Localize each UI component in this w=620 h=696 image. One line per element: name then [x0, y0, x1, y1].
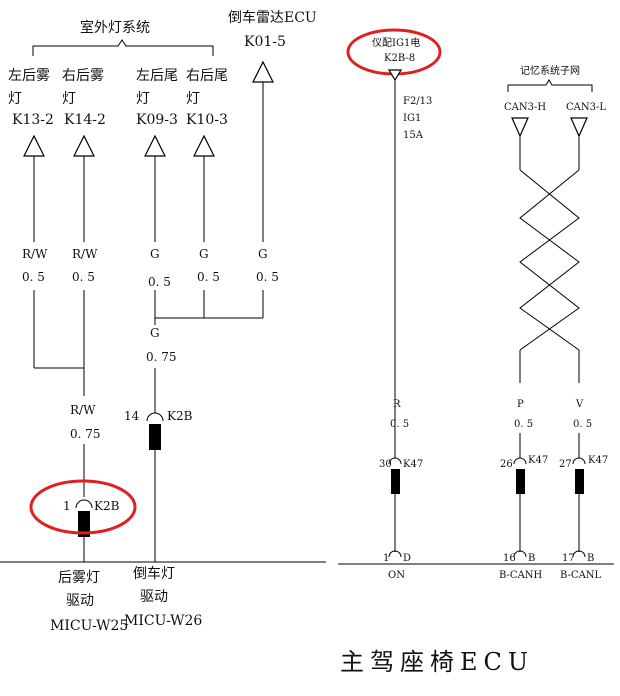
ecu-pin-canl-arc — [572, 550, 586, 558]
pin-triangle-4 — [193, 134, 215, 157]
highlight-connector-fog — [29, 479, 137, 535]
pin-triangle-1 — [23, 134, 45, 157]
merged-rw-color: R/W — [70, 403, 96, 417]
reverse-radar-pin: K01-5 — [244, 34, 286, 50]
merged-g-gauge: 0. 75 — [146, 350, 177, 364]
pin-triangle-radar — [252, 60, 274, 83]
connector-reverse-name: K2B — [167, 409, 193, 423]
pin-triangle-2 — [73, 134, 95, 157]
group-brace — [32, 39, 214, 56]
source-1-pin: K13-2 — [12, 112, 54, 128]
pin-triangle-3 — [144, 134, 166, 157]
wire-1-color: R/W — [22, 247, 48, 261]
ecu-pin-canh-arc — [513, 550, 527, 558]
wire-5-color: G — [258, 247, 268, 261]
memory-system-title: 记忆系统子网 — [520, 64, 580, 77]
power-pin-triangle — [387, 69, 403, 82]
source-2-line2: 灯 — [62, 91, 76, 107]
ecu-pin-canh-name: B — [528, 553, 535, 564]
source-3-line2: 灯 — [136, 91, 150, 107]
driver-reverse-line3: MICU-W26 — [124, 613, 202, 629]
fuse-line1: F2/13 — [403, 96, 432, 107]
connector-27-body — [575, 469, 584, 494]
wire-5-gauge: 0. 5 — [256, 270, 279, 284]
ecu-pin-canh-num: 16 — [503, 553, 516, 564]
connector-26-body — [516, 469, 525, 494]
connector-reverse-num: 14 — [124, 409, 140, 423]
connector-30-name: K47 — [403, 459, 423, 470]
merged-rw-gauge: 0. 75 — [70, 427, 101, 441]
ecu-pin-canl-name: B — [587, 553, 594, 564]
source-1-line1: 左后雾 — [8, 68, 50, 84]
wire-3-color: G — [150, 247, 160, 261]
ecu-pin-on-name: D — [403, 553, 411, 564]
can-l-twist — [519, 169, 580, 351]
driver-fog-line1: 后雾灯 — [58, 570, 100, 586]
ecu-title: 主驾座椅ECU — [340, 648, 534, 676]
ecu-pin-on-num: 1 — [383, 553, 389, 564]
source-1-line2: 灯 — [8, 91, 22, 107]
driver-reverse-line1: 倒车灯 — [133, 565, 175, 582]
fuse-line2: IG1 — [403, 113, 421, 124]
wire-4-gauge: 0. 5 — [197, 270, 220, 284]
wire-r-gauge: 0. 5 — [390, 419, 409, 430]
wire-2-gauge: 0. 5 — [72, 270, 95, 284]
can-h-twist — [519, 169, 580, 351]
connector-fog-num: 1 — [63, 499, 71, 513]
connector-fog-body — [78, 511, 90, 537]
can-h-label: CAN3-H — [504, 102, 546, 113]
power-source-pin: K2B-8 — [384, 53, 415, 64]
connector-27-arc — [572, 457, 586, 465]
can-l-triangle — [570, 117, 588, 138]
connector-30-body — [391, 469, 400, 494]
ecu-pin-canl-label: B-CANL — [560, 570, 602, 581]
wire-r-color: R — [393, 399, 401, 410]
driver-reverse-line2: 驱动 — [140, 589, 168, 605]
connector-26-arc — [513, 457, 527, 465]
group-title: 室外灯系统 — [80, 19, 150, 36]
driver-fog-line2: 驱动 — [66, 593, 94, 609]
can-l-label: CAN3-L — [566, 102, 606, 113]
fuse-line3: 15A — [403, 130, 424, 141]
highlight-power-source — [346, 28, 442, 76]
reverse-radar-name: 倒车雷达ECU — [228, 9, 317, 26]
merged-g-color: G — [150, 326, 160, 340]
power-source-name: 仪配IG1电 — [372, 36, 420, 49]
wire-4-color: G — [199, 247, 209, 261]
wire-p-color: P — [517, 399, 524, 410]
connector-26-name: K47 — [528, 455, 548, 466]
wire-p-gauge: 0. 5 — [514, 419, 533, 430]
connector-fog-name: K2B — [94, 499, 120, 513]
source-3-pin: K09-3 — [136, 112, 178, 128]
wire-v-gauge: 0. 5 — [573, 419, 592, 430]
connector-27-num: 27 — [559, 459, 572, 470]
wire-1-gauge: 0. 5 — [22, 270, 45, 284]
wire-3-gauge: 0. 5 — [148, 275, 171, 289]
source-2-line1: 右后雾 — [62, 68, 104, 84]
memory-system-brace — [507, 79, 593, 92]
wire-v-color: V — [575, 399, 584, 410]
source-4-line1: 右后尾 — [186, 68, 228, 84]
connector-26-num: 26 — [500, 459, 513, 470]
ecu-pin-canl-num: 17 — [562, 553, 575, 564]
connector-fog-arc — [75, 499, 93, 509]
source-2-pin: K14-2 — [64, 112, 106, 128]
driver-fog-line3: MICU-W25 — [50, 618, 128, 634]
connector-reverse-body — [149, 424, 161, 450]
ecu-pin-canh-label: B-CANH — [499, 570, 543, 581]
source-3-line1: 左后尾 — [136, 68, 178, 84]
connector-27-name: K47 — [588, 455, 608, 466]
connector-30-num: 30 — [379, 459, 392, 470]
can-h-triangle — [511, 117, 529, 138]
ecu-pin-on-label: ON — [388, 570, 405, 581]
wire-2-color: R/W — [72, 247, 98, 261]
connector-30-arc — [388, 457, 402, 465]
source-4-pin: K10-3 — [186, 112, 228, 128]
ecu-pin-on-arc — [388, 550, 402, 558]
source-4-line2: 灯 — [186, 91, 200, 107]
connector-reverse-arc — [146, 412, 164, 422]
